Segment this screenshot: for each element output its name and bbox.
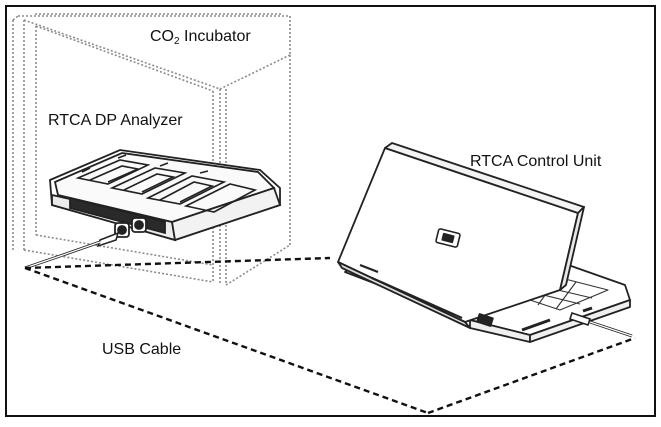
- rtca-control-unit-label: RTCA Control Unit: [470, 153, 602, 170]
- figure-border: [5, 5, 656, 417]
- rtca-dp-analyzer-illustration: [49, 149, 282, 242]
- laptop-usb-plug: [568, 311, 633, 338]
- co2-incubator-label: CO2 Incubator: [150, 29, 251, 47]
- co2-incubator-illustration: [12, 13, 291, 286]
- co2-incubator-label-suffix: Incubator: [179, 28, 251, 45]
- laptop-control-unit-illustration: [337, 142, 631, 343]
- co2-incubator-label-prefix: CO: [150, 28, 174, 45]
- analyzer-usb-plug: [24, 231, 120, 270]
- rtca-dp-analyzer-label: RTCA DP Analyzer: [48, 112, 183, 129]
- co2-incubator-label-subscript: 2: [174, 36, 180, 47]
- usb-cable-path: [24, 256, 636, 415]
- usb-cable-label: USB Cable: [102, 341, 182, 358]
